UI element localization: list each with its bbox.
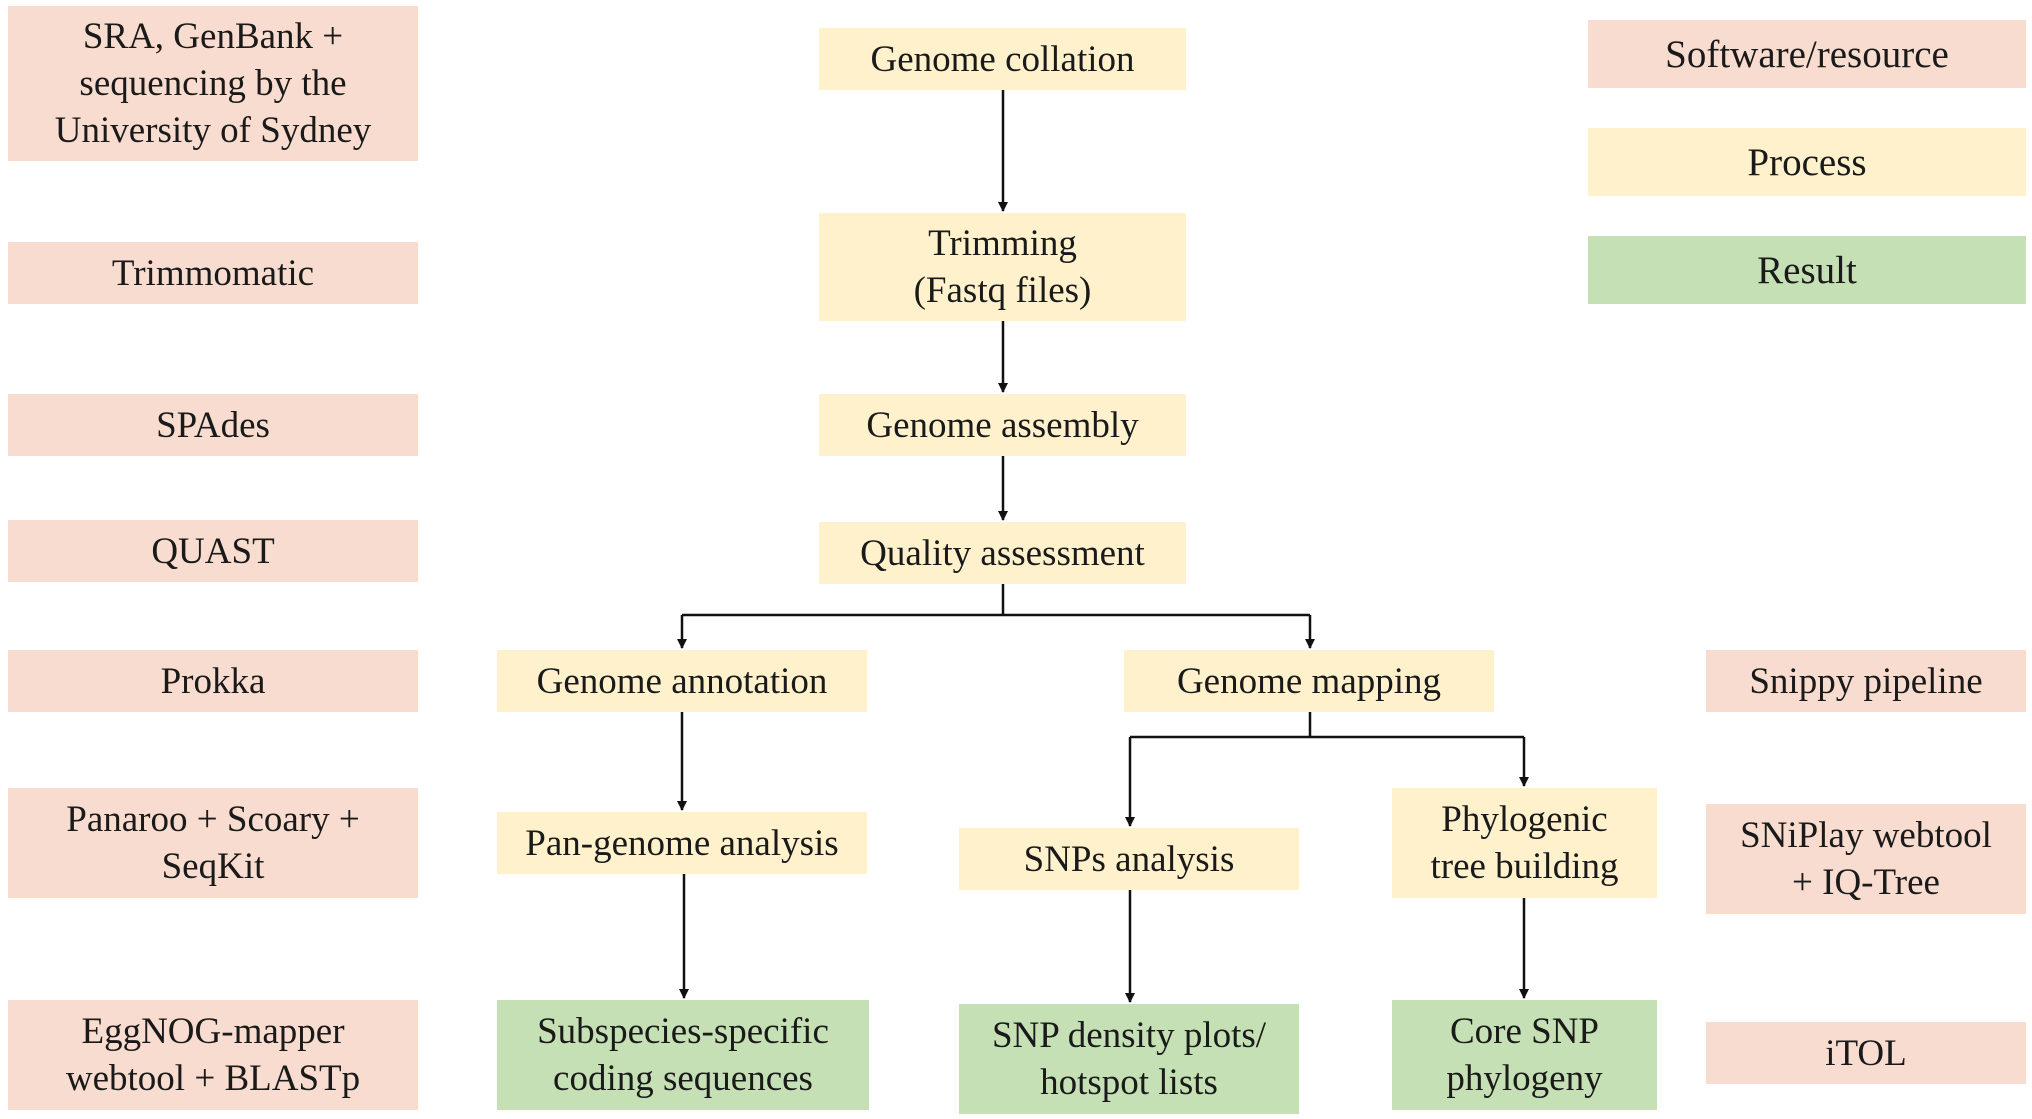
legend-process: Process	[1588, 128, 2026, 196]
process-genome-annotation: Genome annotation	[497, 650, 867, 712]
software-eggnog: EggNOG-mapper webtool + BLASTp	[8, 1000, 418, 1110]
software-sniplay: SNiPlay webtool + IQ-Tree	[1706, 804, 2026, 914]
software-itol: iTOL	[1706, 1022, 2026, 1084]
process-genome-collation: Genome collation	[819, 28, 1186, 90]
result-coding-sequences: Subspecies-specific coding sequences	[497, 1000, 869, 1110]
process-trimming: Trimming (Fastq files)	[819, 213, 1186, 321]
result-core-snp-phylogeny: Core SNP phylogeny	[1392, 1000, 1657, 1110]
legend-result: Result	[1588, 236, 2026, 304]
process-genome-mapping: Genome mapping	[1124, 650, 1494, 712]
process-phylogenic-tree-building: Phylogenic tree building	[1392, 788, 1657, 898]
software-trimmomatic: Trimmomatic	[8, 242, 418, 304]
software-snippy: Snippy pipeline	[1706, 650, 2026, 712]
software-panaroo: Panaroo + Scoary + SeqKit	[8, 788, 418, 898]
legend-software: Software/resource	[1588, 20, 2026, 88]
connector-quality-split	[682, 584, 1310, 617]
process-snps-analysis: SNPs analysis	[959, 828, 1299, 890]
process-pan-genome-analysis: Pan-genome analysis	[497, 812, 867, 874]
software-spades: SPAdes	[8, 394, 418, 456]
result-snp-density: SNP density plots/ hotspot lists	[959, 1004, 1299, 1114]
process-quality-assessment: Quality assessment	[819, 522, 1186, 584]
software-prokka: Prokka	[8, 650, 418, 712]
software-quast: QUAST	[8, 520, 418, 582]
process-genome-assembly: Genome assembly	[819, 394, 1186, 456]
connector-mapping-split	[1130, 712, 1524, 739]
software-sources: SRA, GenBank + sequencing by the Univers…	[8, 6, 418, 161]
